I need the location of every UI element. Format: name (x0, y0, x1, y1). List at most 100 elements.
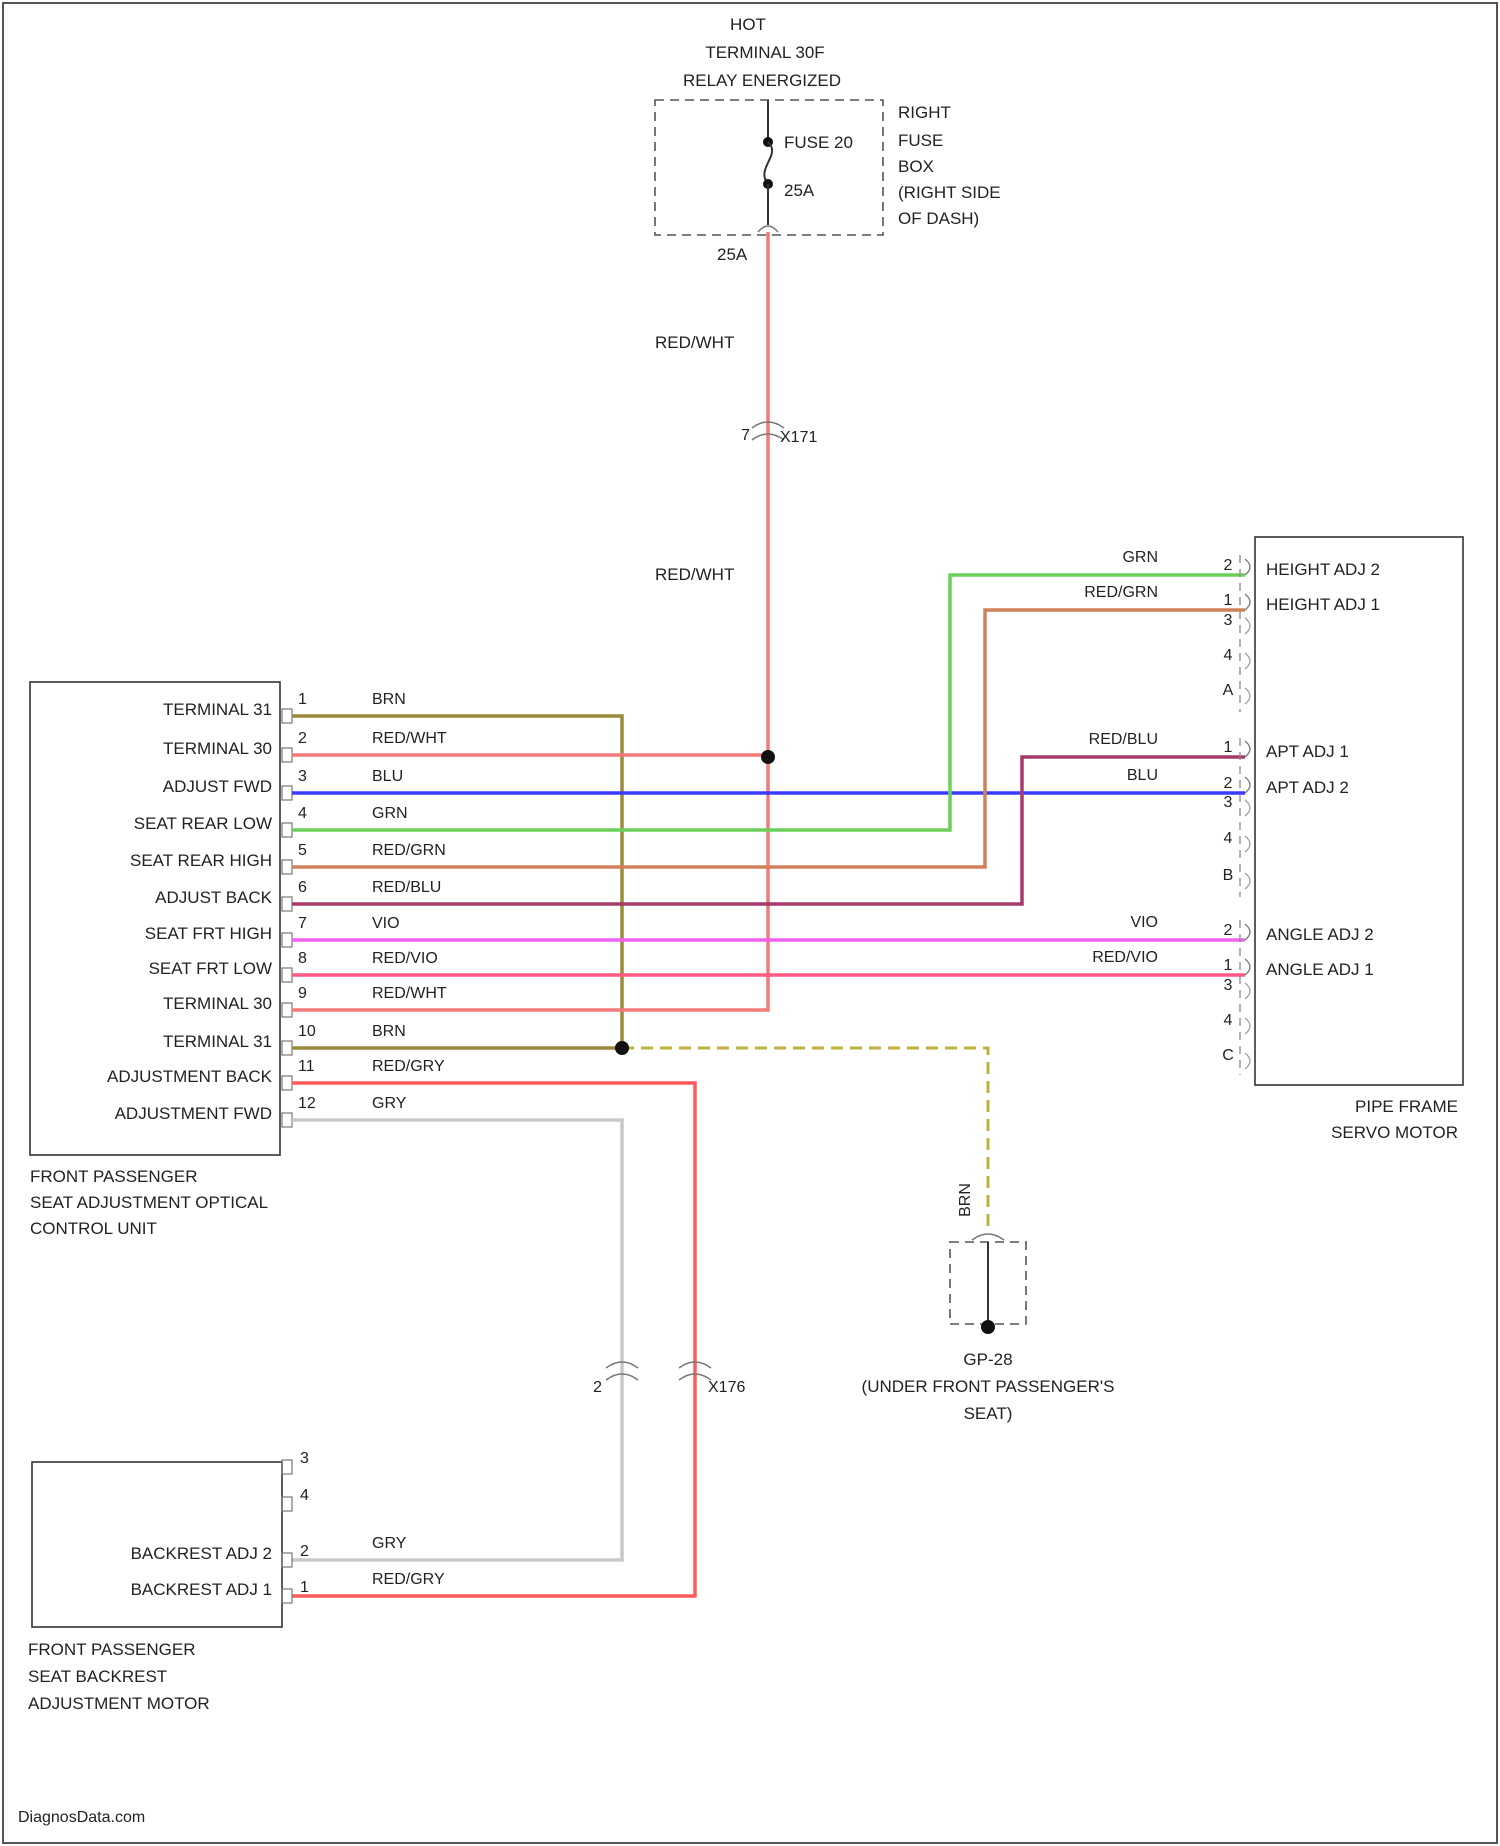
backrest-pin-number: 2 (300, 1543, 309, 1560)
x176-label: X176 (708, 1379, 745, 1396)
servo-pin-terminal (1245, 777, 1250, 793)
servo-pin-label: APT ADJ 2 (1266, 778, 1349, 797)
servo-pin-terminal (1245, 1053, 1250, 1069)
cu-pin-number: 8 (298, 950, 307, 967)
cu-pin-number: 9 (298, 985, 307, 1002)
cu-pin-label: TERMINAL 30 (163, 994, 272, 1013)
fusebox-pin-icon (758, 226, 778, 232)
backrest-name-1: FRONT PASSENGER (28, 1640, 196, 1659)
feed-wire-label-upper: RED/WHT (655, 333, 734, 352)
servo-pin-terminal (1245, 688, 1250, 704)
cu-pin-label: SEAT REAR LOW (134, 814, 272, 833)
cu-pin-terminal (282, 897, 292, 911)
cu-pin-number: 4 (298, 805, 307, 822)
servo-pin-number: 3 (1224, 977, 1233, 994)
servo-pin-label: APT ADJ 1 (1266, 742, 1349, 761)
cu-pin-number: 7 (298, 915, 307, 932)
servo-wire-color: VIO (1130, 914, 1158, 931)
servo-wire-color: RED/VIO (1092, 949, 1158, 966)
cu-pin-terminal (282, 1041, 292, 1055)
servo-pin-terminal (1245, 959, 1250, 975)
backrest-pin-label: BACKREST ADJ 2 (131, 1544, 272, 1563)
servo-pin-number: B (1223, 867, 1234, 884)
cu-wire-color: RED/BLU (372, 879, 441, 896)
backrest-wire-color: RED/GRY (372, 1571, 445, 1588)
servo-name-2: SERVO MOTOR (1331, 1123, 1458, 1142)
cu-wire-color: GRY (372, 1095, 407, 1112)
cu-pin-label: ADJUSTMENT FWD (115, 1104, 272, 1123)
servo-pin-label: ANGLE ADJ 1 (1266, 960, 1374, 979)
ground-connector-icon (972, 1234, 1004, 1240)
servo-pin-number: 2 (1224, 557, 1233, 574)
servo-pin-terminal (1245, 836, 1250, 852)
cu-pin-label: ADJUST FWD (163, 777, 272, 796)
backrest-pin-terminal (282, 1589, 292, 1603)
servo-pin-label: ANGLE ADJ 2 (1266, 925, 1374, 944)
backrest-pin-number: 1 (300, 1579, 309, 1596)
fusebox-line-4: (RIGHT SIDE (898, 183, 1001, 202)
servo-pin-number: C (1222, 1047, 1234, 1064)
control-unit-name-3: CONTROL UNIT (30, 1219, 157, 1238)
x171-pin: 7 (741, 427, 750, 444)
cu-pin-terminal (282, 1076, 292, 1090)
cu-pin-label: ADJUSTMENT BACK (107, 1067, 273, 1086)
cu-wire-color: GRN (372, 805, 408, 822)
wire-brn-ground (622, 1048, 988, 1230)
splice-brn (615, 1041, 629, 1055)
fusebox-line-1: RIGHT (898, 103, 951, 122)
cu-pin-number: 3 (298, 768, 307, 785)
servo-pin-terminal (1245, 873, 1250, 889)
cu-pin-number: 6 (298, 879, 307, 896)
servo-pin-terminal (1245, 924, 1250, 940)
servo-pin-number: 4 (1224, 647, 1233, 664)
servo-pin-terminal (1245, 800, 1250, 816)
cu-wire-color: BRN (372, 1023, 406, 1040)
backrest-name-2: SEAT BACKREST (28, 1667, 167, 1686)
cu-pin-label: TERMINAL 30 (163, 739, 272, 758)
servo-pin-number: 1 (1224, 592, 1233, 609)
cu-wire-color: BRN (372, 691, 406, 708)
servo-wire-color: RED/BLU (1089, 731, 1158, 748)
cu-pin-number: 12 (298, 1095, 316, 1112)
cu-pin-label: SEAT FRT LOW (149, 959, 272, 978)
wire-gry (292, 1120, 622, 1560)
control-unit-name-2: SEAT ADJUSTMENT OPTICAL (30, 1193, 268, 1212)
cu-pin-number: 5 (298, 842, 307, 859)
ground-name-2: (UNDER FRONT PASSENGER'S (862, 1377, 1115, 1396)
servo-pin-number: 1 (1224, 739, 1233, 756)
cu-pin-terminal (282, 933, 292, 947)
ground-icon (981, 1320, 995, 1334)
splice-red-wht (761, 750, 775, 764)
cu-pin-label: SEAT FRT HIGH (145, 924, 272, 943)
backrest-name-3: ADJUSTMENT MOTOR (28, 1694, 210, 1713)
fuse-pin-label: 25A (717, 245, 748, 264)
cu-pin-terminal (282, 1003, 292, 1017)
backrest-wire-color: GRY (372, 1535, 407, 1552)
cu-pin-terminal (282, 786, 292, 800)
cu-wire-color: RED/WHT (372, 985, 447, 1002)
servo-pin-number: 3 (1224, 794, 1233, 811)
cu-pin-number: 10 (298, 1023, 316, 1040)
servo-pin-terminal (1245, 653, 1250, 669)
cu-wire-color: RED/GRN (372, 842, 446, 859)
fuse-rating: 25A (784, 181, 815, 200)
servo-motor-box (1255, 537, 1463, 1085)
cu-wire-color: RED/GRY (372, 1058, 445, 1075)
servo-pin-number: 1 (1224, 957, 1233, 974)
wire-red-wht-pin9 (292, 757, 768, 1010)
wire-red-gry (292, 1083, 695, 1596)
ground-name-1: GP-28 (963, 1350, 1012, 1369)
backrest-pin-terminal (282, 1497, 292, 1511)
feed-wire-label-lower: RED/WHT (655, 565, 734, 584)
footer-watermark: DiagnosData.com (18, 1809, 145, 1826)
servo-pin-terminal (1245, 618, 1250, 634)
cu-pin-label: TERMINAL 31 (163, 700, 272, 719)
servo-pin-number: 2 (1224, 922, 1233, 939)
cu-pin-label: ADJUST BACK (155, 888, 272, 907)
cu-pin-terminal (282, 860, 292, 874)
control-unit: TERMINAL 311BRNTERMINAL 302RED/WHTADJUST… (30, 682, 447, 1238)
servo-pin-number: 2 (1224, 775, 1233, 792)
servo-pin-number: 3 (1224, 612, 1233, 629)
cu-pin-label: TERMINAL 31 (163, 1032, 272, 1051)
